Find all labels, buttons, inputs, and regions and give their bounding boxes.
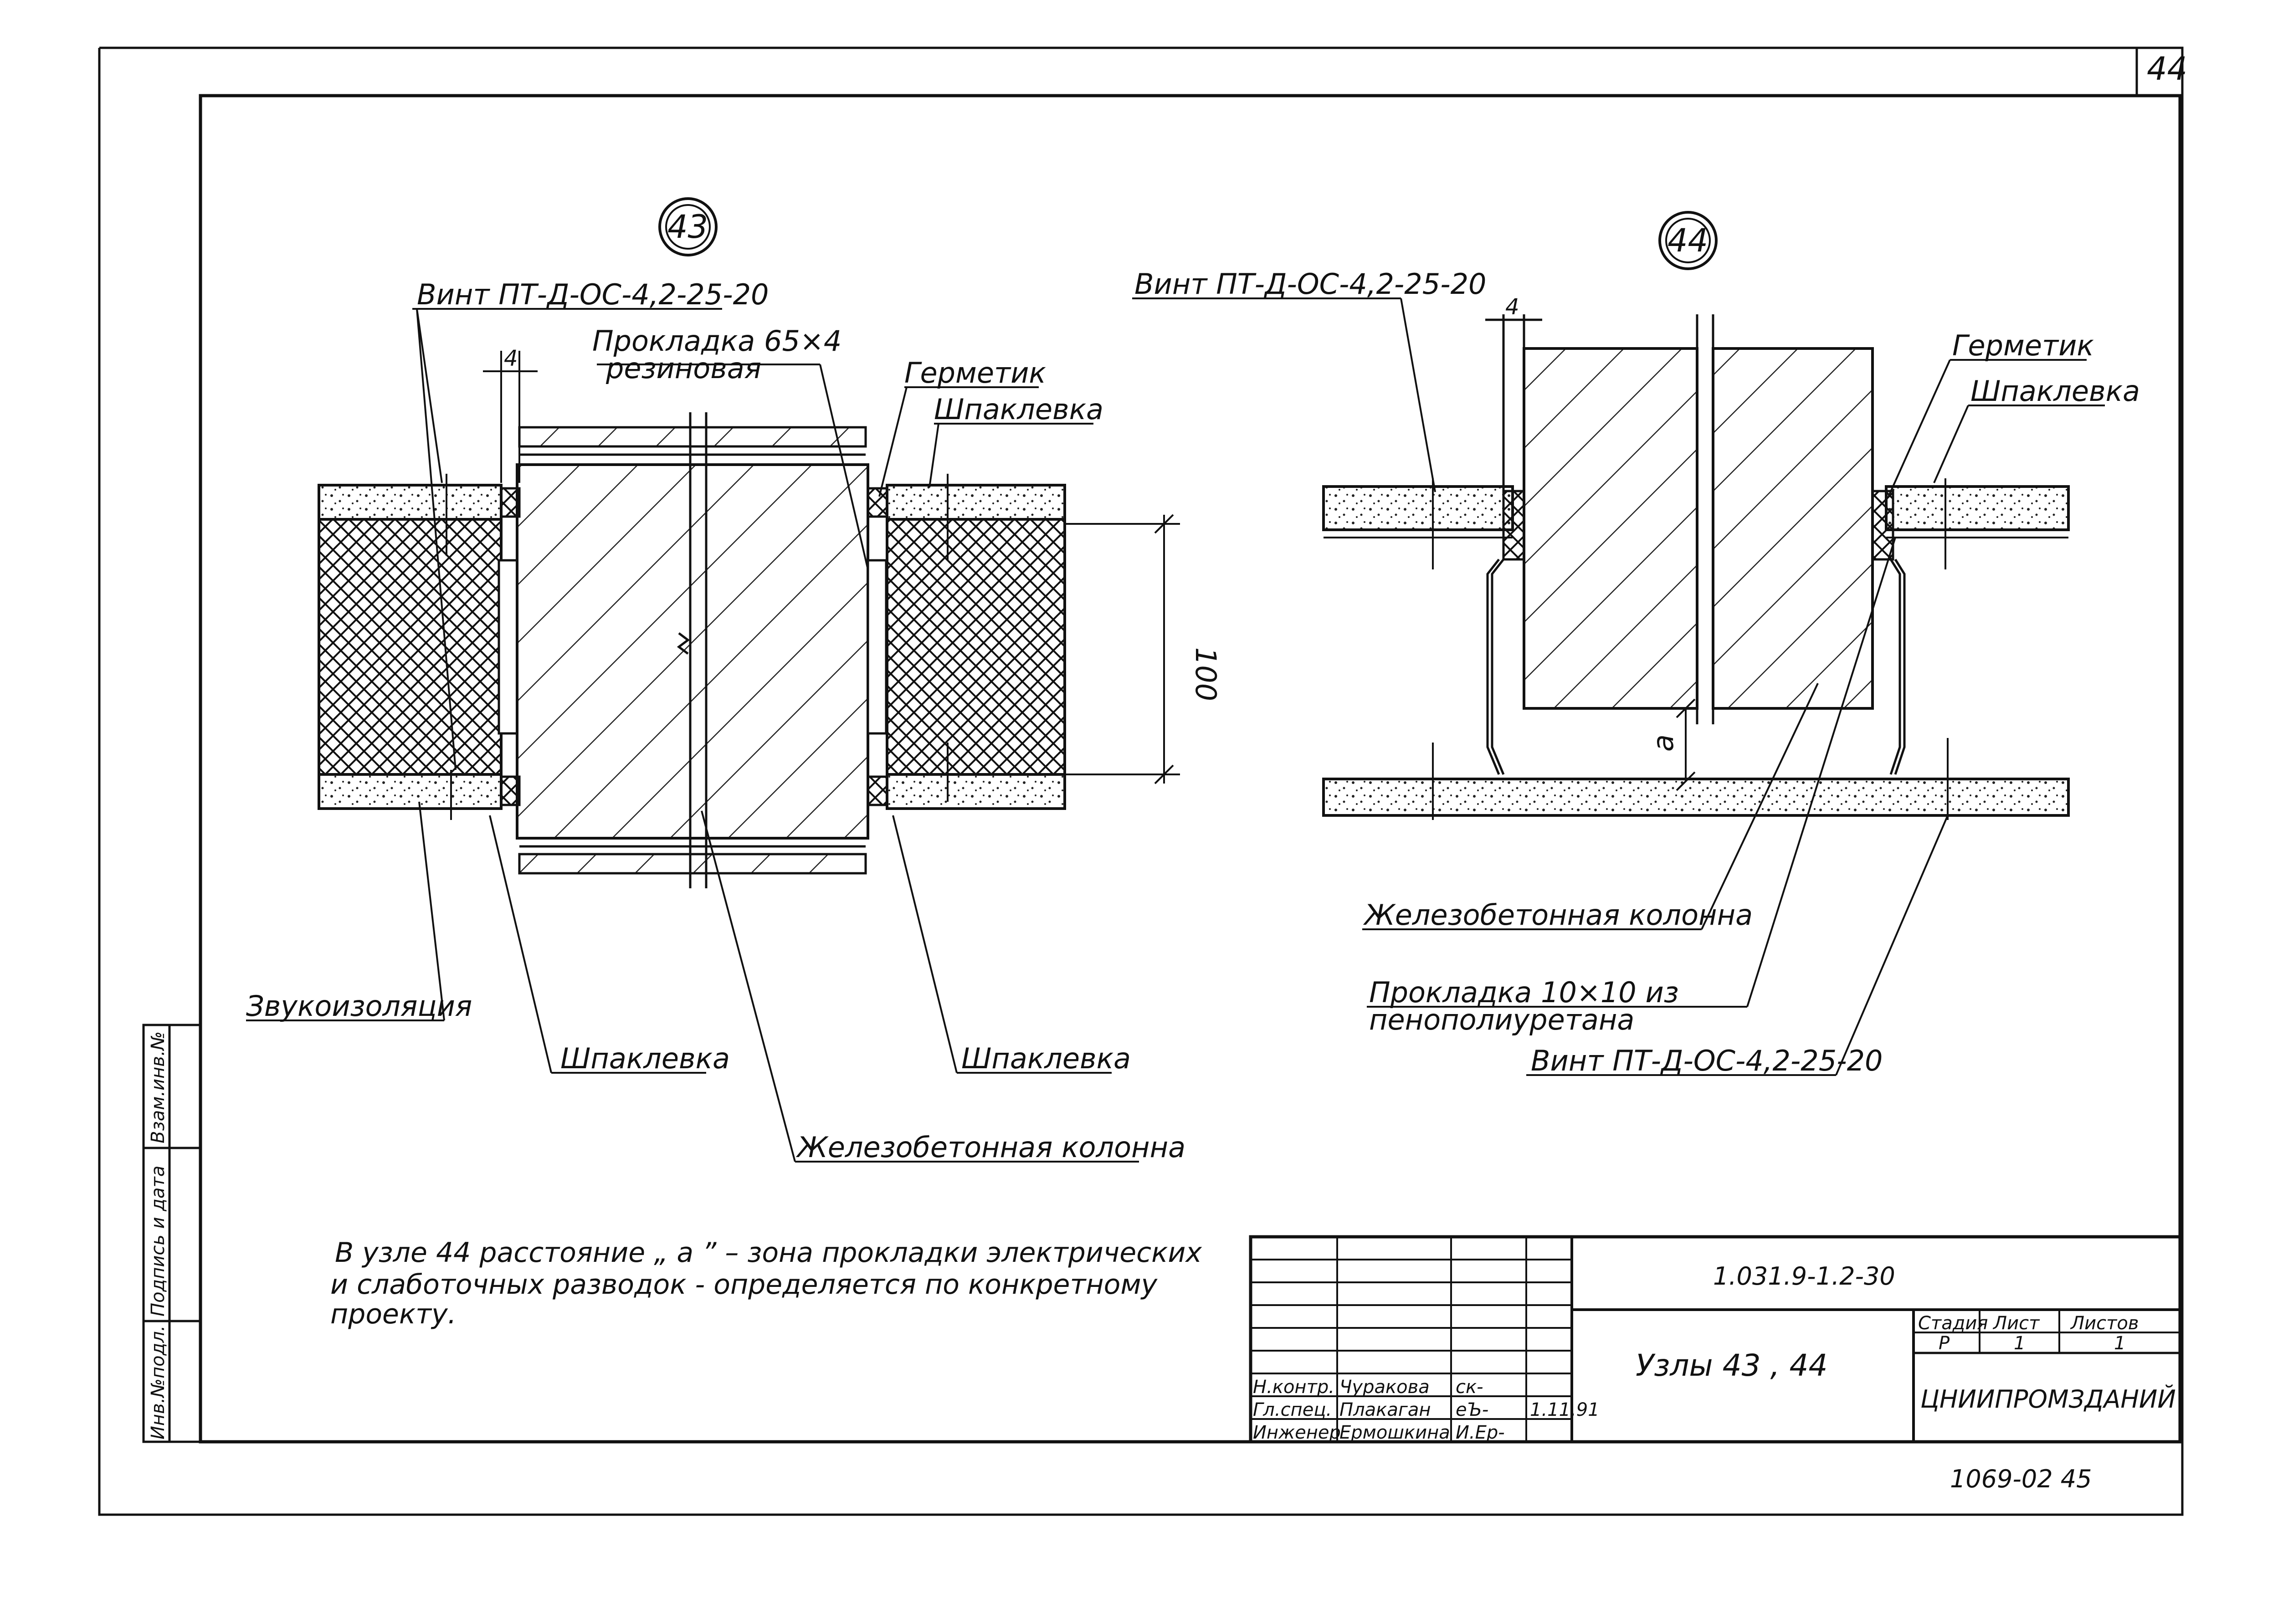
left-wall-top-skin <box>318 484 503 521</box>
node-44-right-top-skin <box>1885 485 2070 531</box>
node-43-putty-left-label: Шпаклевка <box>560 1042 730 1075</box>
right-rubber-gasket <box>867 559 888 735</box>
role-n-kontr: Н.контр. <box>1253 1377 1334 1398</box>
node-44-gasket-label-2: пенополиуретана <box>1369 1003 1634 1036</box>
right-sealant-top <box>867 487 888 518</box>
dimension-100-label: 100 <box>1189 647 1222 701</box>
left-wall-bottom-skin <box>318 773 503 810</box>
name-plakagan: Плакаган <box>1339 1399 1431 1420</box>
sheets-value: 1 <box>2114 1333 2125 1354</box>
right-wall-top-skin <box>886 484 1066 521</box>
stage-value: Р <box>1939 1333 1950 1354</box>
sheet-value: 1 <box>2014 1333 2025 1354</box>
node-44-screw-top-label: Винт ПТ-Д-ОС-4,2-25-20 <box>1134 267 1486 301</box>
node-44-dim-4: 4 <box>1505 294 1519 320</box>
column-43 <box>516 463 869 840</box>
name-churakova: Чуракова <box>1339 1377 1430 1398</box>
node-43-gasket-label-2: резиновая <box>605 352 761 385</box>
node-44-screws <box>1432 478 1949 820</box>
node-44-column-label: Железобетонная колонна <box>1363 898 1753 932</box>
node-43-column-label: Железобетонная колонна <box>795 1131 1185 1164</box>
node-44: 44 4 а <box>1132 211 2140 1077</box>
column-44-left <box>1523 347 1698 710</box>
node-44-marker: 44 <box>1667 222 1708 259</box>
node-43-putty-top-label: Шпаклевка <box>934 393 1103 426</box>
node-44-left-top-skin <box>1322 485 1514 531</box>
node-43-gasket-label-1: Прокладка 65×4 <box>592 324 841 358</box>
sign-2: еЪ- <box>1456 1399 1488 1420</box>
doc-code: 1.031.9-1.2-30 <box>1713 1262 1895 1291</box>
side-stamp-signature-date: Подпись и дата <box>148 1166 169 1317</box>
node-43-leaders <box>246 308 1139 1163</box>
node-44-leaders <box>1132 297 2105 1076</box>
col-sheet-header: Лист <box>1992 1313 2040 1334</box>
general-note: В узле 44 расстояние „ а ” – зона прокла… <box>330 1237 1202 1330</box>
bottom-archive-code: 1069-02 45 <box>1950 1465 2092 1493</box>
node-43-screw-label: Винт ПТ-Д-ОС-4,2-25-20 <box>417 278 769 311</box>
organization: ЦНИИПРОМЗДАНИЙ <box>1920 1385 2176 1414</box>
node-44-sealant-right <box>1871 490 1894 561</box>
node-44-studs <box>1486 558 1906 775</box>
name-ermoshkina: Ермошкина <box>1339 1422 1450 1443</box>
role-gl-spec: Гл.спец. <box>1253 1399 1332 1420</box>
node-43-sealant-label: Герметик <box>904 356 1046 389</box>
left-rubber-gasket <box>498 559 518 735</box>
right-wall-bottom-skin <box>886 773 1066 810</box>
node-43-marker: 43 <box>667 208 708 246</box>
col-sheets-header: Листов <box>2070 1313 2139 1334</box>
node-44-putty-label: Шпаклевка <box>1970 374 2140 408</box>
node-44-marker-circle <box>1658 211 1718 270</box>
sign-3: И.Ер- <box>1456 1422 1505 1443</box>
node-43-putty-right-label: Шпаклевка <box>961 1042 1131 1075</box>
sheet-title: Узлы 43 , 44 <box>1636 1348 1828 1383</box>
date: 1.11.91 <box>1530 1399 1600 1420</box>
sheet-frame <box>98 46 2184 1516</box>
note-line-3: проекту. <box>330 1298 457 1330</box>
right-wall-insulation <box>886 518 1066 776</box>
left-wall-insulation <box>318 518 503 776</box>
side-stamp-replaced-inv: Взам.инв.№ <box>148 1031 169 1143</box>
node-44-sealant-label: Герметик <box>1952 329 2094 362</box>
node-43-marker-circle <box>658 197 718 256</box>
col-stage-header: Стадия <box>1918 1313 1988 1334</box>
side-stamp <box>142 1024 202 1443</box>
node-43-screws <box>446 474 949 820</box>
node-44-dim-a: а <box>1647 734 1680 752</box>
node-44-gasket-label-1: Прокладка 10×10 из <box>1369 976 1679 1009</box>
corner-sheet-number: 44 <box>2147 50 2187 87</box>
column-43-bottom-band <box>518 853 867 875</box>
note-line-2: и слаботочных разводок - определяется по… <box>330 1269 1158 1301</box>
node-44-sealant-left <box>1502 490 1525 561</box>
node-44-screw-bottom-label: Винт ПТ-Д-ОС-4,2-25-20 <box>1531 1044 1883 1077</box>
node-43-dim-4: 4 <box>504 346 518 371</box>
column-44-right <box>1712 347 1874 710</box>
node-44-bottom-skin <box>1322 778 2070 817</box>
title-block <box>1249 1235 2182 1444</box>
dimension-100 <box>1065 514 1180 784</box>
sound-insulation-label: Звукоизоляция <box>246 989 472 1023</box>
role-engineer: Инженер <box>1253 1422 1341 1443</box>
side-stamp-inv-no: Инв.№подл. <box>148 1325 169 1440</box>
column-43-top-band <box>518 426 867 448</box>
sign-1: ск- <box>1456 1377 1483 1398</box>
right-sealant-bottom <box>867 775 888 806</box>
node-43: 43 <box>246 197 1222 1164</box>
note-line-1: В узле 44 расстояние „ а ” – зона прокла… <box>335 1237 1202 1269</box>
